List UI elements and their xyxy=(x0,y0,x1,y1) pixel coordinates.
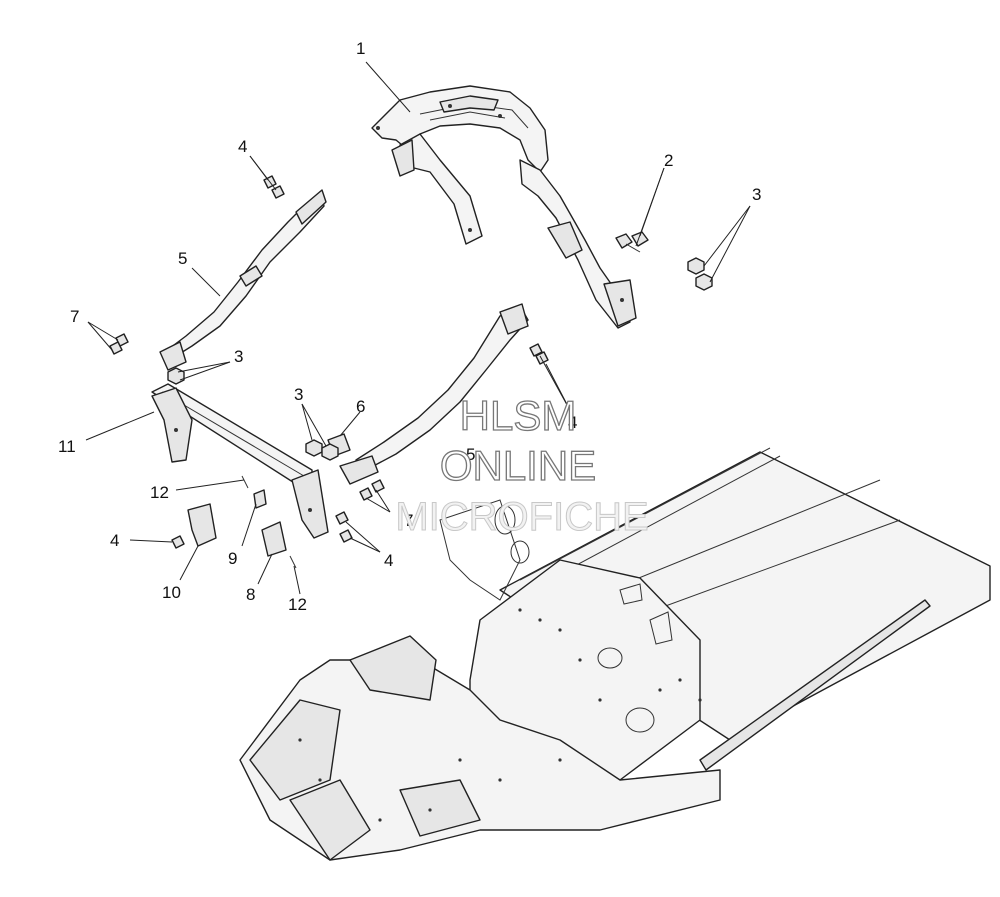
part-7-bolts-right xyxy=(359,479,385,501)
watermark: HLSM ONLINE MICROFICHE xyxy=(395,391,649,539)
callout-7: 7 xyxy=(404,511,413,530)
callouts: 1 2 3 4 5 7 3 4 3 6 5 11 12 7 4 9 4 10 8… xyxy=(58,39,761,614)
part-10-bracket xyxy=(187,503,217,547)
callout-3: 3 xyxy=(234,347,243,366)
callout-2: 2 xyxy=(664,151,673,170)
part-2-bolts xyxy=(615,231,649,253)
callout-12: 12 xyxy=(288,595,307,614)
part-4-bolts-right xyxy=(529,343,549,365)
callout-11: 11 xyxy=(58,437,76,456)
callout-5: 5 xyxy=(466,445,475,464)
part-4-bolts-lower xyxy=(335,511,353,543)
watermark-line3: MICROFICHE xyxy=(395,495,648,539)
watermark-line2: ONLINE xyxy=(440,442,596,489)
part-3-nuts-middle xyxy=(305,439,339,461)
part-8-plate xyxy=(261,521,287,557)
callout-6: 6 xyxy=(356,397,365,416)
part-7-bolts-left xyxy=(109,333,129,355)
part-4-bolt-10 xyxy=(171,535,185,549)
callout-4: 4 xyxy=(568,413,577,432)
callout-3: 3 xyxy=(294,385,303,404)
part-11-cross-member xyxy=(151,383,329,539)
chassis-frame xyxy=(239,447,991,861)
part-3-nuts-upper xyxy=(687,257,713,291)
leader-lines xyxy=(85,61,751,595)
callout-7: 7 xyxy=(70,307,79,326)
part-12-pins xyxy=(241,475,297,569)
part-3-nuts-left xyxy=(167,367,185,385)
callout-3: 3 xyxy=(752,185,761,204)
part-1-steering-support xyxy=(371,85,637,329)
part-5-right-brace xyxy=(339,303,529,485)
callout-5: 5 xyxy=(178,249,187,268)
watermark-line1: HLSM xyxy=(460,392,577,439)
callout-12: 12 xyxy=(150,483,169,502)
part-9-clip xyxy=(253,489,267,509)
callout-4: 4 xyxy=(384,551,393,570)
callout-4: 4 xyxy=(110,531,119,550)
part-5-left-brace xyxy=(159,189,327,371)
callout-4: 4 xyxy=(238,137,247,156)
callout-9: 9 xyxy=(228,549,237,568)
callout-10: 10 xyxy=(162,583,181,602)
callout-8: 8 xyxy=(246,585,255,604)
callout-1: 1 xyxy=(356,39,365,58)
